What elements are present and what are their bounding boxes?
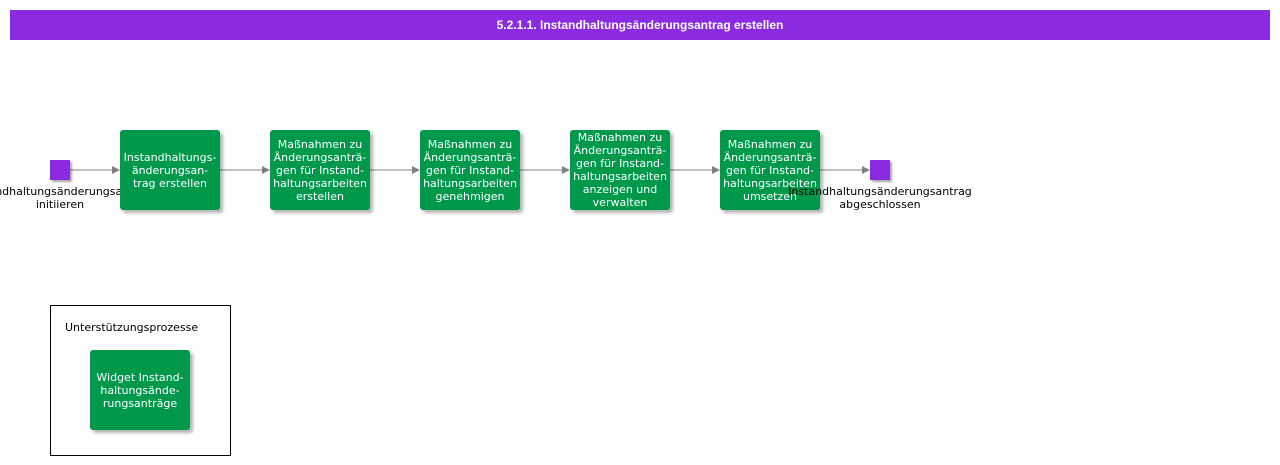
- process-step-massnahmen-genehmigen[interactable]: Maßnahmen zu Änderungsanträ- gen für Ins…: [420, 130, 520, 210]
- step-text: Maßnahmen zu: [427, 137, 513, 151]
- widget-instandhaltungsaenderungsantraege[interactable]: Widget Instand- haltungsände- rungsanträ…: [90, 350, 190, 430]
- step-text: gen für Instand-: [425, 163, 514, 177]
- process-step-massnahmen-erstellen[interactable]: Maßnahmen zu Änderungsanträ- gen für Ins…: [270, 130, 370, 210]
- process-step-massnahmen-umsetzen[interactable]: Maßnahmen zu Änderungsanträ- gen für Ins…: [720, 130, 820, 210]
- widget-text: Widget Instand-: [96, 370, 184, 384]
- step-text: Maßnahmen zu: [577, 131, 663, 144]
- start-event-label-line1: Instandhaltungsänderungsantrag: [0, 185, 152, 198]
- step-text: umsetzen: [742, 189, 797, 203]
- step-text: gen für Instand-: [725, 163, 814, 177]
- step-text: anzeigen und: [582, 183, 658, 196]
- step-text: Instandhaltungs-: [123, 150, 217, 164]
- diagram-title-bar: 5.2.1.1. Instandhaltungsänderungsantrag …: [10, 10, 1270, 40]
- step-text: Änderungsanträ-: [723, 150, 817, 164]
- start-event[interactable]: [50, 160, 70, 180]
- start-event-label: Instandhaltungsänderungsantrag initiiere…: [0, 185, 180, 211]
- process-step-massnahmen-anzeigen-verwalten[interactable]: Maßnahmen zu Änderungsanträ- gen für Ins…: [570, 130, 670, 210]
- step-text: Änderungsanträ-: [423, 150, 517, 164]
- step-text: erstellen: [296, 189, 344, 203]
- step-text: verwalten: [592, 196, 648, 209]
- step-text: gen für Instand-: [275, 163, 364, 177]
- diagram-title: 5.2.1.1. Instandhaltungsänderungsantrag …: [496, 18, 784, 32]
- step-text: änderungsan-: [131, 163, 209, 177]
- end-event-label-line1: Instandhaltungsänderungsantrag: [788, 185, 972, 198]
- process-step-antrag-erstellen[interactable]: Instandhaltungs- änderungsan- trag erste…: [120, 130, 220, 210]
- step-text: haltungsarbeiten: [273, 176, 367, 190]
- step-text: haltungsarbeiten: [423, 176, 517, 190]
- step-text: genehmigen: [435, 189, 505, 203]
- step-text: haltungsarbeiten: [573, 170, 667, 183]
- widget-text: rungsanträge: [102, 396, 178, 410]
- widget-text: haltungsände-: [100, 383, 180, 397]
- end-event-label-line2: abgeschlossen: [839, 198, 921, 211]
- step-text: Änderungsanträ-: [273, 150, 367, 164]
- step-text: Maßnahmen zu: [277, 137, 363, 151]
- step-text: gen für Instand-: [575, 157, 664, 170]
- start-event-label-line2: initiieren: [35, 198, 85, 211]
- support-processes-title: Unterstützungsprozesse: [65, 321, 199, 334]
- end-event-label: Instandhaltungsänderungsantrag abgeschlo…: [760, 185, 1000, 211]
- step-text: Änderungsanträ-: [573, 144, 667, 157]
- step-text: Maßnahmen zu: [727, 137, 813, 151]
- step-text: trag erstellen: [132, 176, 207, 190]
- end-event[interactable]: [870, 160, 890, 180]
- step-text: haltungsarbeiten: [723, 176, 817, 190]
